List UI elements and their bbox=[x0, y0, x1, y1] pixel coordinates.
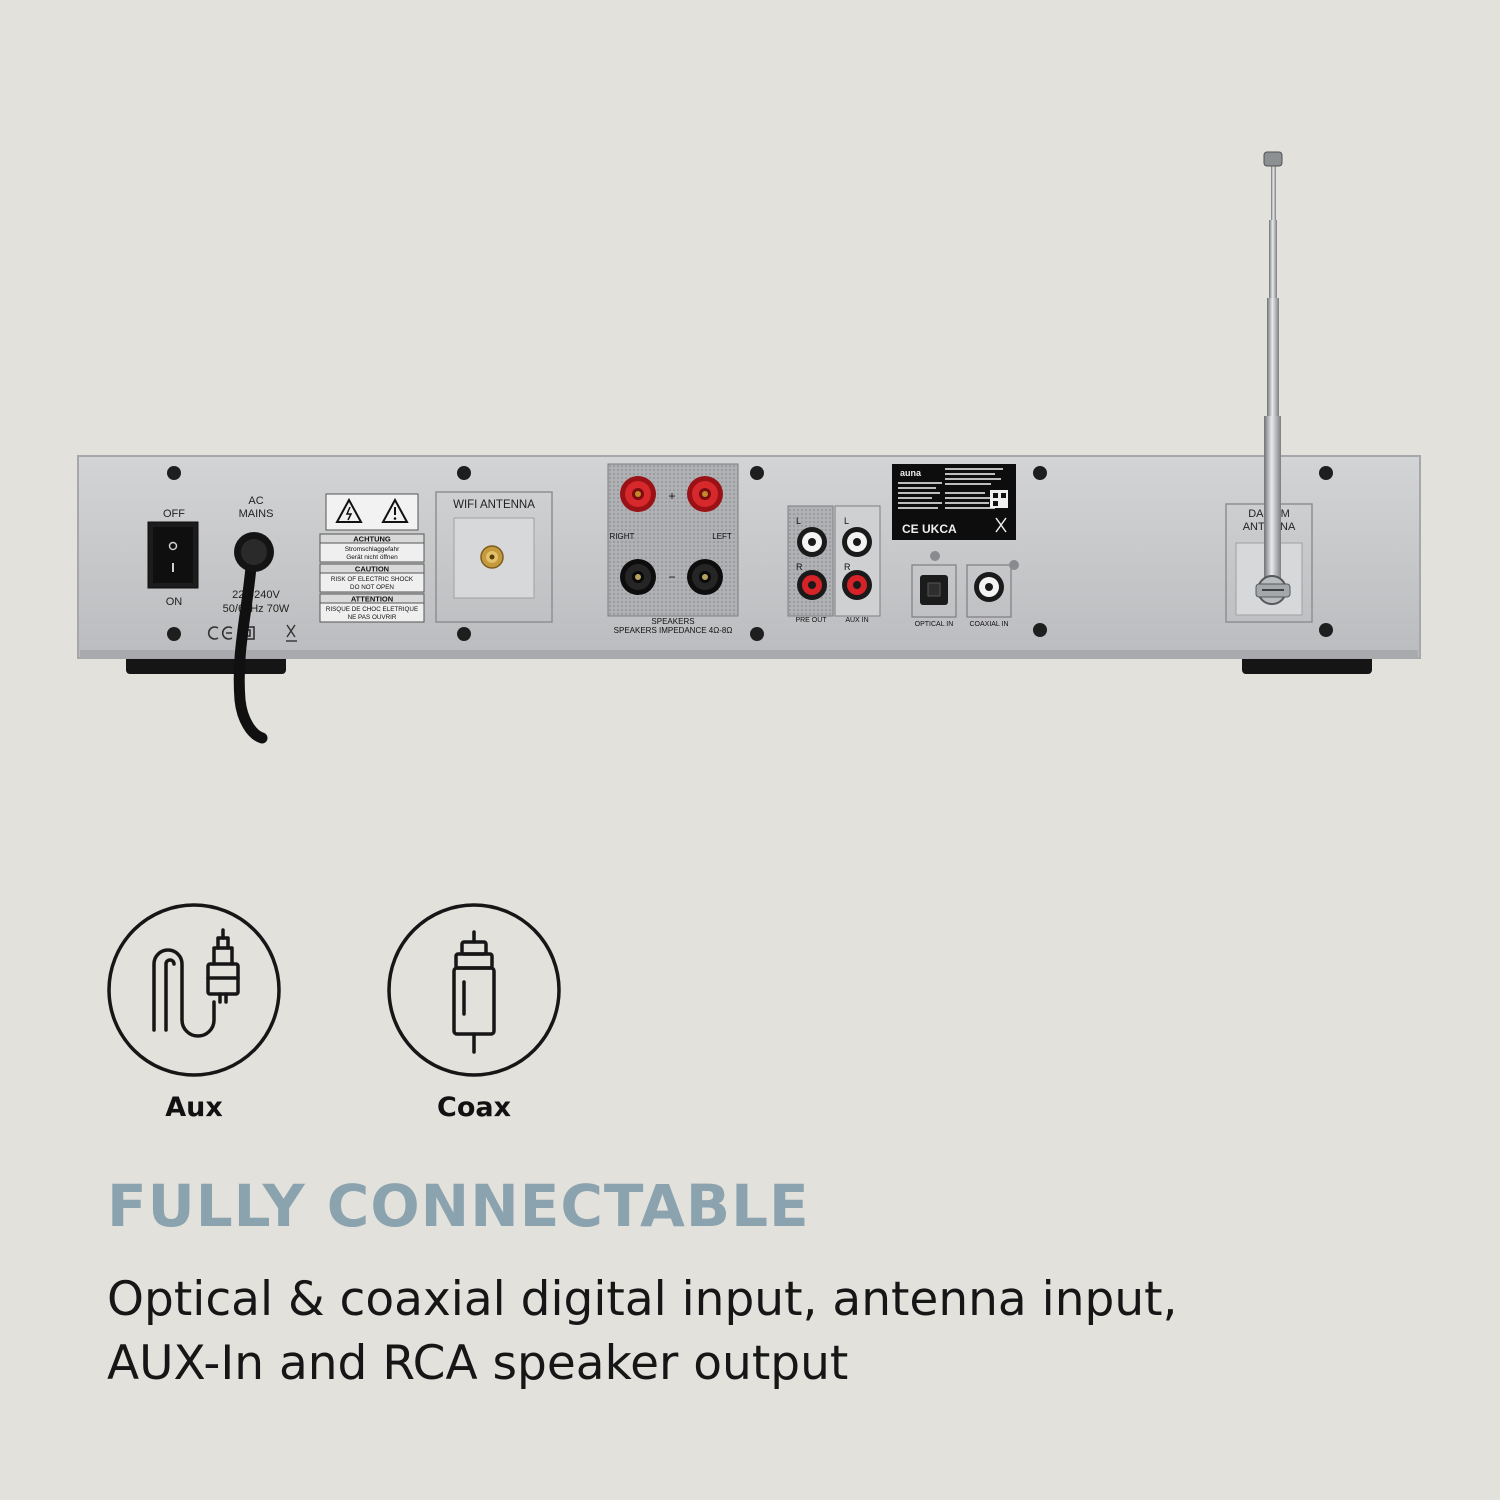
svg-text:−: − bbox=[668, 570, 675, 584]
headline: FULLY CONNECTABLE bbox=[107, 1172, 810, 1240]
speakers-impedance: SPEAKERS IMPEDANCE 4Ω-8Ω bbox=[614, 626, 733, 635]
rca-left-mark-1: L bbox=[796, 516, 801, 526]
speaker-terminals[interactable]: + RIGHT LEFT − SPEAKERS SPEAKERS IMPEDAN… bbox=[607, 463, 739, 635]
achtung-title: ACHTUNG bbox=[353, 535, 391, 544]
coax-icon-label: Coax bbox=[437, 1092, 511, 1123]
rating-plate-brand: auna bbox=[900, 468, 922, 478]
speaker-left-label: LEFT bbox=[712, 532, 732, 541]
rca-right-mark-2: R bbox=[844, 562, 851, 572]
attention-title: ATTENTION bbox=[351, 595, 393, 604]
achtung-line1: Stromschlaggefahr bbox=[345, 546, 400, 553]
description-line-2: AUX-In and RCA speaker output bbox=[107, 1336, 849, 1391]
switch-off-label: OFF bbox=[163, 508, 185, 520]
power-switch[interactable]: OFF ON bbox=[147, 508, 199, 608]
description-line-1: Optical & coaxial digital input, antenna… bbox=[107, 1272, 1178, 1327]
pre-out-label: PRE OUT bbox=[795, 617, 827, 624]
panel-screws bbox=[167, 466, 1333, 641]
coax-icon-badge bbox=[386, 902, 562, 1078]
rca-jacks[interactable]: L L R R PRE OUT AUX IN bbox=[787, 505, 881, 624]
coaxial-input[interactable]: COAXIAL IN bbox=[966, 560, 1019, 628]
aux-cable-icon bbox=[107, 903, 281, 1077]
attention-line1: RISQUE DE CHOC ELETRIQUE bbox=[326, 606, 418, 613]
aux-icon-label: Aux bbox=[165, 1092, 223, 1123]
aux-icon-badge bbox=[106, 902, 282, 1078]
optical-in-label: OPTICAL IN bbox=[915, 621, 954, 628]
achtung-line2: Gerät nicht öffnen bbox=[346, 554, 398, 561]
weee-bin-icon bbox=[286, 624, 297, 642]
mains-rating-1: 220-240V bbox=[232, 589, 280, 601]
mains-rating-2: 50/60Hz 70W bbox=[223, 603, 290, 615]
dab-fm-antenna[interactable]: DAB/FM ANTENNA bbox=[1225, 151, 1313, 623]
power-cable bbox=[233, 532, 274, 744]
caution-line1: RISK OF ELECTRIC SHOCK bbox=[331, 576, 414, 583]
wifi-antenna-port[interactable]: WIFI ANTENNA bbox=[435, 491, 553, 623]
rating-plate: auna CE UKCA bbox=[892, 464, 1016, 540]
optical-input[interactable]: OPTICAL IN bbox=[911, 551, 957, 628]
caution-title: CAUTION bbox=[355, 565, 389, 574]
rating-plate-marks: CE UKCA bbox=[902, 522, 957, 536]
speakers-title: SPEAKERS bbox=[651, 617, 694, 626]
ac-mains-label-2: MAINS bbox=[239, 508, 274, 520]
switch-on-label: ON bbox=[166, 596, 183, 608]
aux-in-label: AUX IN bbox=[845, 617, 868, 624]
coax-plug-icon bbox=[387, 903, 561, 1077]
rca-right-mark-1: R bbox=[796, 562, 803, 572]
speaker-right-label: RIGHT bbox=[610, 532, 635, 541]
caution-line2: DO NOT OPEN bbox=[350, 584, 394, 591]
attention-line2: NE PAS OUVRIR bbox=[348, 614, 397, 621]
svg-text:+: + bbox=[668, 489, 675, 503]
coaxial-in-label: COAXIAL IN bbox=[969, 621, 1008, 628]
receiver-rear-panel-photo: OFF ON AC MAINS 220-240V 50/60Hz 70W bbox=[77, 151, 1421, 744]
rca-left-mark-2: L bbox=[844, 516, 849, 526]
warning-labels: ACHTUNG Stromschlaggefahr Gerät nicht öf… bbox=[319, 493, 425, 623]
wifi-antenna-label: WIFI ANTENNA bbox=[453, 499, 535, 511]
description: Optical & coaxial digital input, antenna… bbox=[107, 1268, 1447, 1396]
ac-mains-label-1: AC bbox=[248, 495, 263, 507]
